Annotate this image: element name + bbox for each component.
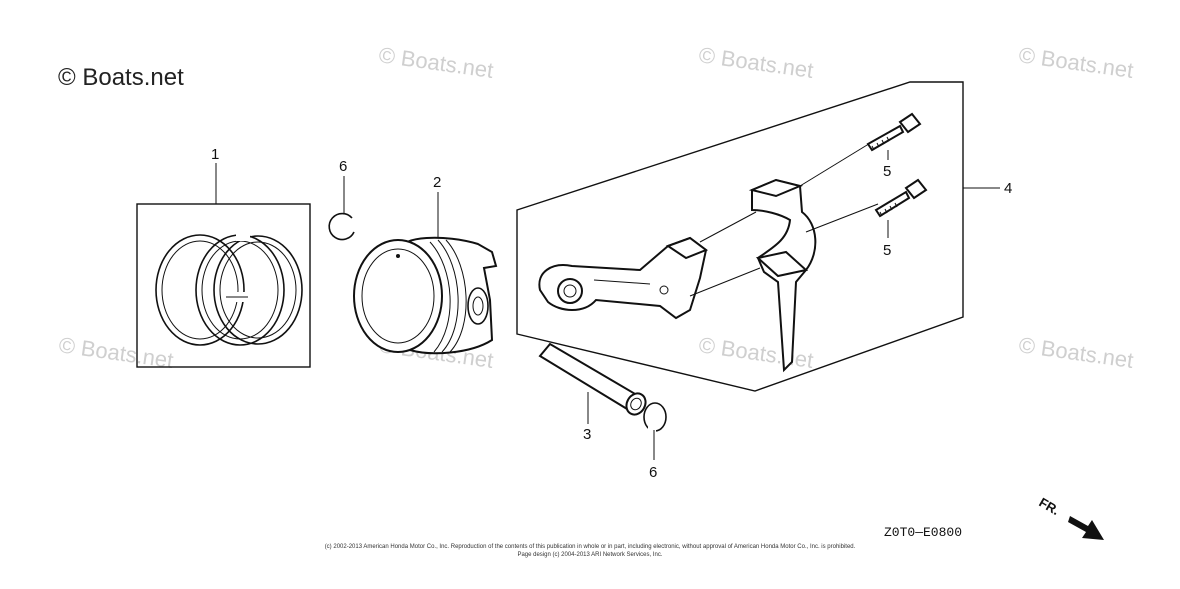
piston-pin[interactable] — [538, 342, 649, 418]
assembly-guide-3 — [799, 141, 873, 187]
watermark-main: © Boats.net — [58, 64, 184, 91]
piston[interactable] — [353, 236, 498, 355]
piston-crown — [353, 239, 443, 353]
piston-pin-boss — [467, 287, 489, 325]
rod-bolt-lower[interactable] — [874, 178, 928, 218]
rod-cap-face — [665, 236, 709, 260]
callout-6a: 6 — [339, 158, 347, 175]
connecting-rod[interactable] — [538, 236, 709, 320]
copyright-line-1: (c) 2002-2013 American Honda Motor Co., … — [325, 544, 856, 550]
connecting-rod-cap[interactable] — [748, 178, 817, 373]
piston-ring-grooves — [429, 239, 467, 353]
watermark-faded-6: © Boats.net — [697, 332, 815, 373]
small-end-bore-inner — [563, 284, 577, 298]
ring-set-frame — [136, 203, 311, 368]
piston-crown-inner — [361, 248, 435, 344]
piston-mark — [396, 254, 400, 258]
piston-pin-end — [625, 392, 647, 416]
ring-gap-mask-2 — [236, 233, 250, 241]
callout-5b: 5 — [883, 242, 891, 259]
front-direction-arrow: FR. — [1037, 495, 1104, 540]
piston-pin-hole — [472, 296, 484, 316]
piston-pin-clip-upper[interactable] — [328, 212, 355, 241]
watermark-faded-1: © Boats.net — [377, 42, 495, 83]
piston-pin-clip-lower[interactable] — [643, 402, 667, 432]
small-end-bore — [557, 278, 583, 304]
rod-bolt-upper[interactable] — [866, 112, 922, 152]
copyright-line-2: Page design (c) 2004-2013 ARI Network Se… — [517, 552, 662, 558]
ring-3 — [213, 235, 303, 345]
diagram-code: Z0T0—E0800 — [884, 525, 962, 540]
piston-ring-set[interactable] — [136, 203, 311, 368]
rod-bolt-hole — [659, 285, 669, 295]
assembly-guide-4 — [805, 203, 879, 233]
callout-3: 3 — [583, 426, 591, 443]
ring-1-inner — [161, 240, 239, 340]
rod-web — [593, 279, 651, 285]
conrod-assembly-frame — [516, 81, 964, 392]
bolt-threads-lower — [879, 202, 898, 217]
callout-6b: 6 — [649, 464, 657, 481]
assembly-guide-1 — [699, 211, 757, 243]
ring-3-inner — [219, 241, 297, 339]
callout-5a: 5 — [883, 163, 891, 180]
watermark-faded-3: © Boats.net — [1017, 42, 1135, 83]
callout-2: 2 — [433, 174, 441, 191]
watermark-faded-7: © Boats.net — [1017, 332, 1135, 373]
front-arrow-label: FR. — [1037, 495, 1063, 518]
ring-2 — [195, 234, 285, 346]
front-arrow-icon — [1068, 516, 1104, 540]
ring-1 — [155, 234, 245, 346]
cap-lower-face — [755, 250, 809, 278]
watermark-faded-2: © Boats.net — [697, 42, 815, 83]
bolt-threads-upper — [871, 136, 890, 151]
assembly-guide-2 — [689, 267, 761, 297]
callout-4: 4 — [1004, 180, 1012, 197]
callout-1: 1 — [211, 146, 219, 163]
piston-pin-bore — [630, 397, 642, 411]
